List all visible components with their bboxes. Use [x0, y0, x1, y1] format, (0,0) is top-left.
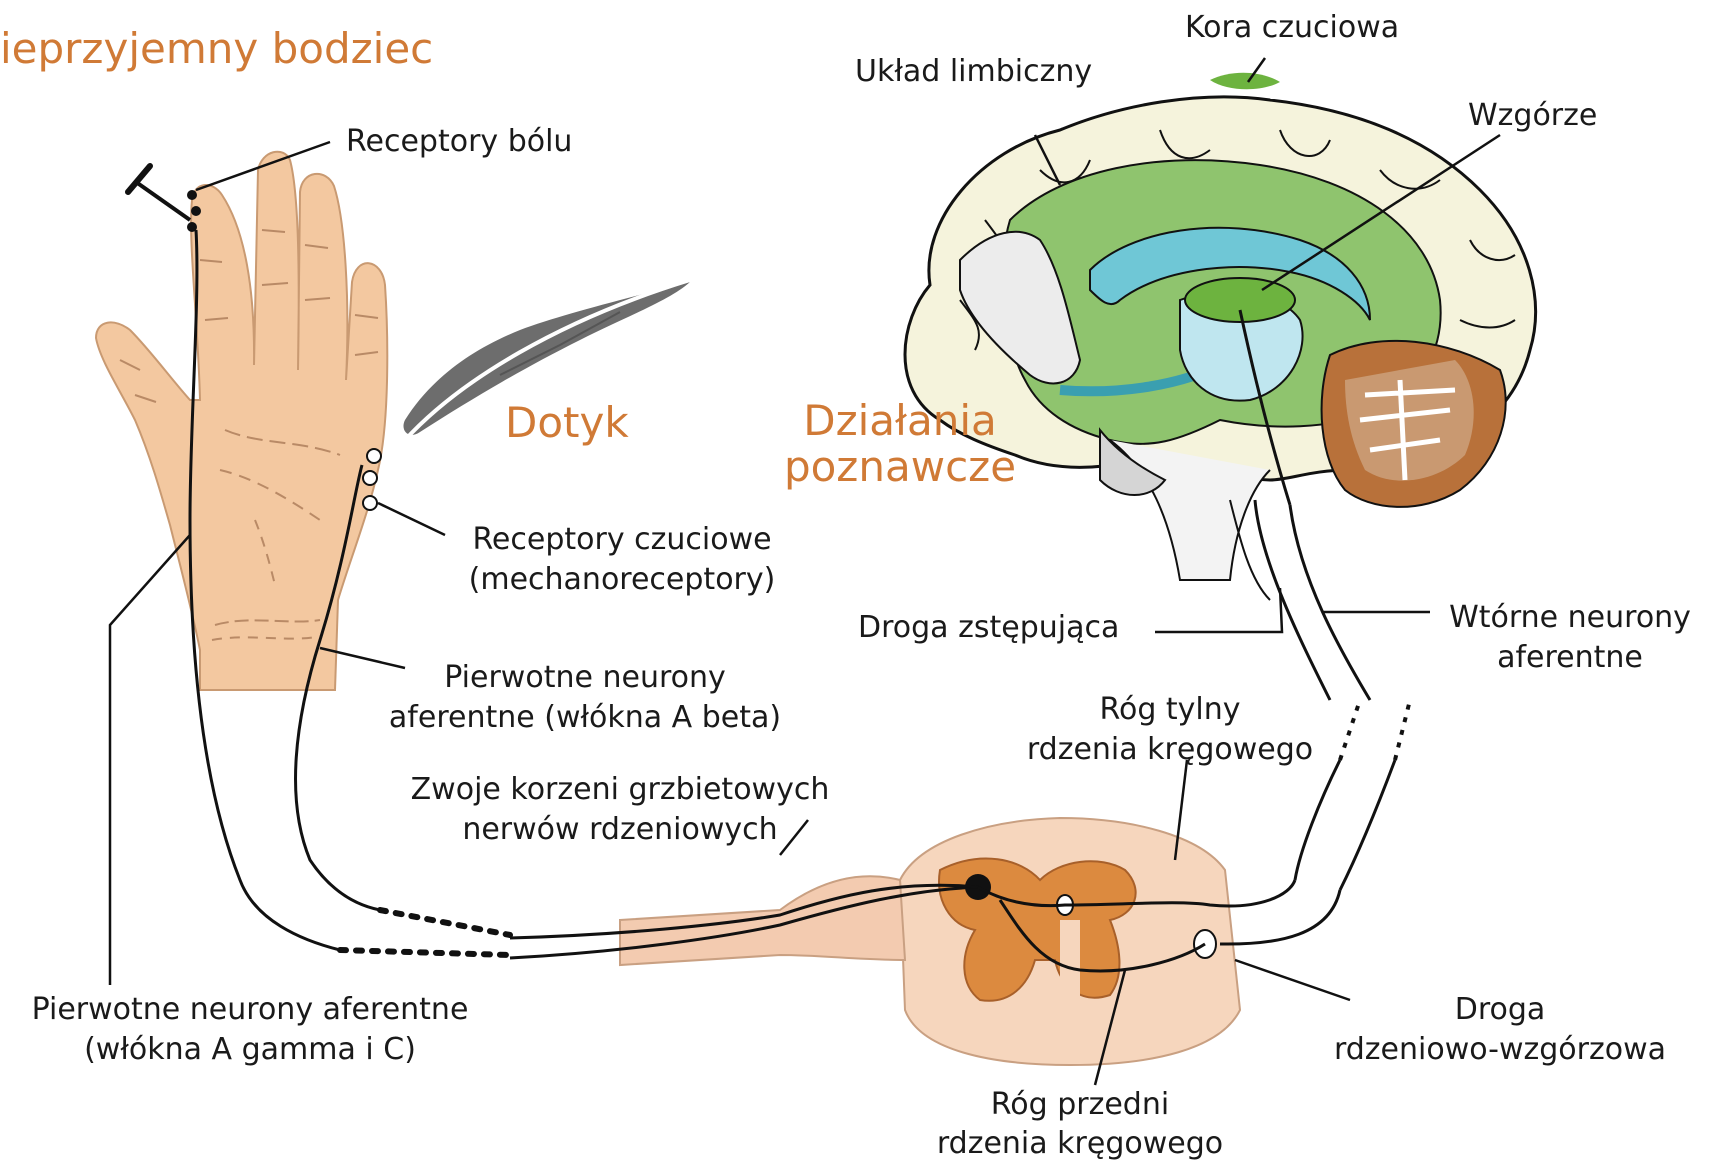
spinothalamic-tract-label-line2: rdzeniowo-wzgórzowa [1300, 1030, 1700, 1070]
cognitive-heading-line1: Działania [765, 398, 1035, 444]
primary-gamma-label-line2: (włókna A gamma i C) [0, 1030, 500, 1070]
hand-illustration [96, 152, 387, 690]
spinothalamic-tract-label-line1: Droga [1300, 990, 1700, 1030]
stimulus-heading: ieprzyjemny bodziec [0, 26, 433, 72]
touch-heading: Dotyk [505, 400, 629, 446]
limbic-system-label: Układ limbiczny [855, 52, 1092, 92]
dorsal-horn-label-line2: rdzenia kręgowego [1000, 730, 1340, 770]
spinal-cord-section [620, 818, 1240, 1065]
cognitive-heading-line2: poznawcze [765, 444, 1035, 490]
sensory-receptors-label-line2: (mechanoreceptory) [452, 560, 792, 600]
dorsal-horn-label-line1: Róg tylny [1000, 690, 1340, 730]
pin-icon [128, 166, 190, 220]
secondary-afferent-label-line1: Wtórne neurony [1435, 598, 1705, 638]
brain-illustration [905, 73, 1536, 580]
ganglia-label-line1: Zwoje korzeni grzbietowych [380, 770, 860, 810]
ventral-horn-label-line2: rdzenia kręgowego [910, 1124, 1250, 1164]
primary-gamma-label-line1: Pierwotne neurony aferentne [0, 990, 500, 1030]
primary-beta-label-line1: Pierwotne neurony [370, 658, 800, 698]
secondary-afferent-label-line2: aferentne [1435, 638, 1705, 678]
thalamus-label: Wzgórze [1468, 96, 1597, 136]
ventral-horn-label-line1: Róg przedni [910, 1085, 1250, 1125]
descending-tract-label: Droga zstępująca [858, 608, 1119, 648]
ganglia-label-line2: nerwów rdzeniowych [380, 810, 860, 850]
primary-beta-label-line2: aferentne (włókna A beta) [370, 698, 800, 738]
sensory-receptors-label-line1: Receptory czuciowe [452, 520, 792, 560]
pain-receptors-label: Receptory bólu [346, 122, 572, 162]
sensory-cortex-label: Kora czuciowa [1185, 8, 1399, 48]
